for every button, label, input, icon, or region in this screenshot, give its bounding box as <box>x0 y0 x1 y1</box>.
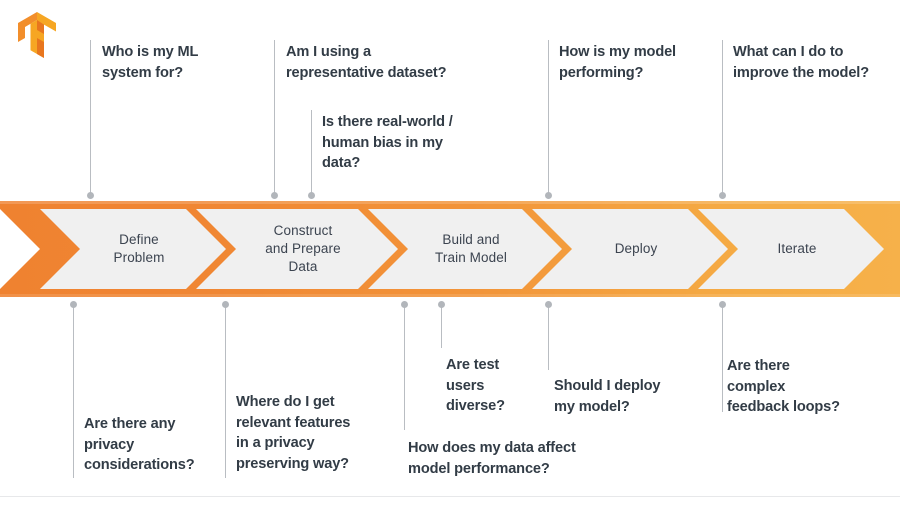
band-highlight-bottom <box>0 294 900 297</box>
connector-dot-complex-feedback-loops <box>719 301 726 308</box>
pipeline-stage-label: Construct and Prepare Data <box>265 223 341 274</box>
connector-line-how-does-my-data-affect-model-performance <box>404 304 405 430</box>
connector-line-should-i-deploy-my-model <box>548 304 549 370</box>
footer-divider <box>0 496 900 497</box>
pipeline-stage-label: Build and Train Model <box>435 232 507 265</box>
connector-dot-how-is-my-model-performing <box>545 192 552 199</box>
pipeline-stage-label: Iterate <box>777 241 817 256</box>
question-privacy-considerations: Are there any privacy considerations? <box>84 416 195 473</box>
question-improve-the-model: What can I do to improve the model? <box>733 44 869 81</box>
connector-line-complex-feedback-loops <box>722 304 723 412</box>
connector-line-privacy-considerations <box>73 304 74 478</box>
connector-dot-should-i-deploy-my-model <box>545 301 552 308</box>
band-highlight-top <box>0 201 900 204</box>
connector-line-who-is-my-ml-system-for <box>90 40 91 195</box>
question-representative-dataset: Am I using a representative dataset? <box>286 44 447 81</box>
connector-dot-real-world-human-bias <box>308 192 315 199</box>
question-are-test-users-diverse: Are test users diverse? <box>446 357 505 414</box>
connector-dot-relevant-features-privacy-preserving <box>222 301 229 308</box>
question-who-is-my-ml-system-for: Who is my ML system for? <box>102 44 199 81</box>
connector-line-are-test-users-diverse <box>441 304 442 348</box>
question-how-does-my-data-affect-model-performance: How does my data affect model performanc… <box>408 440 576 477</box>
connector-line-representative-dataset <box>274 40 275 195</box>
tensorflow-logo <box>18 12 56 58</box>
question-complex-feedback-loops: Are there complex feedback loops? <box>727 358 840 415</box>
connector-dot-improve-the-model <box>719 192 726 199</box>
connector-dot-who-is-my-ml-system-for <box>87 192 94 199</box>
pipeline-stage-label: Deploy <box>614 241 658 256</box>
connector-dot-how-does-my-data-affect-model-performance <box>401 301 408 308</box>
question-should-i-deploy-my-model: Should I deploy my model? <box>554 378 661 415</box>
pipeline-stage-label: Define Problem <box>113 232 165 265</box>
connector-dot-representative-dataset <box>271 192 278 199</box>
question-relevant-features-privacy-preserving: Where do I get relevant features in a pr… <box>236 394 351 472</box>
connector-dot-privacy-considerations <box>70 301 77 308</box>
connector-line-real-world-human-bias <box>311 110 312 195</box>
connector-line-relevant-features-privacy-preserving <box>225 304 226 478</box>
question-real-world-human-bias: Is there real-world / human bias in my d… <box>322 114 453 171</box>
connector-line-improve-the-model <box>722 40 723 195</box>
connector-dot-are-test-users-diverse <box>438 301 445 308</box>
question-how-is-my-model-performing: How is my model performing? <box>559 44 676 81</box>
connector-line-how-is-my-model-performing <box>548 40 549 195</box>
